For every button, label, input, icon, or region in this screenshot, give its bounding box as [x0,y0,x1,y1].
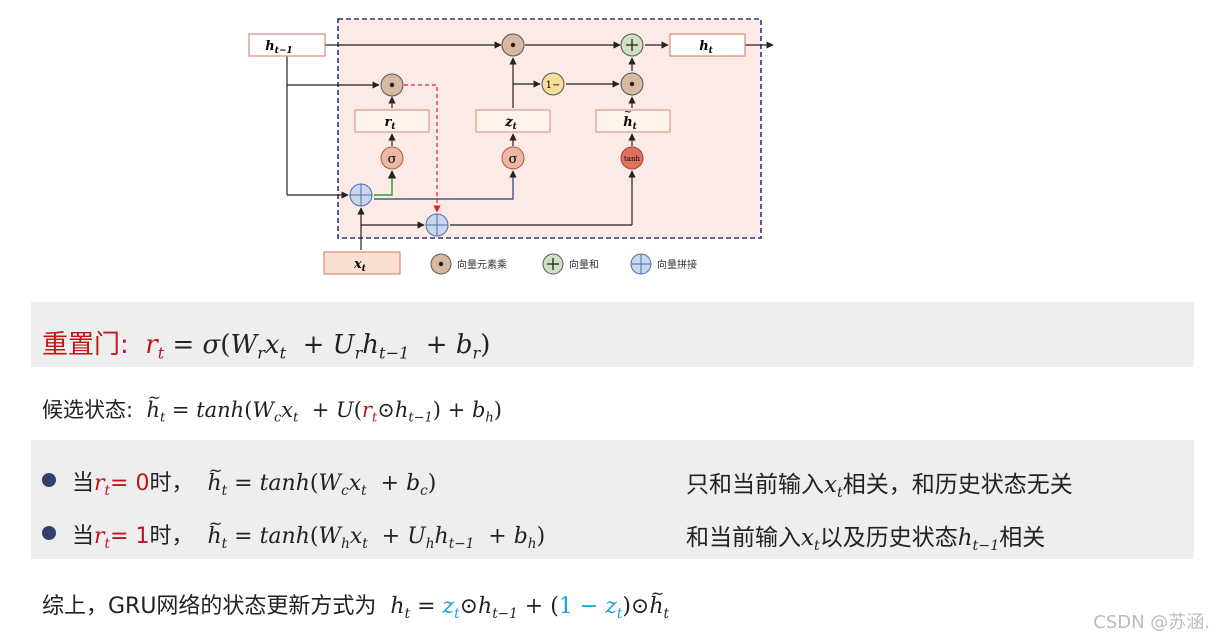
svg-text:ht: ht [699,39,713,56]
tanh-node: tanh [620,146,644,170]
svg-text:σ: σ [388,152,397,167]
concat-node-1 [349,183,373,207]
svg-text:zt: zt [504,115,517,132]
svg-text:σ: σ [509,152,518,167]
case-reset-zero: 当rt= 0时， ht = tanh(Wcxt + bc) [42,461,436,498]
svg-text:向量和: 向量和 [569,258,599,271]
plus-node-output [620,33,644,57]
dot-node-update [620,72,644,96]
bullet-icon [42,526,56,540]
state-update-summary: 综上，GRU网络的状态更新方式为 ht = zt⊙ht−1 + (1 − zt)… [42,584,669,621]
legend-elementwise-mult: 向量元素乘 [430,253,507,275]
svg-text:xt: xt [353,257,367,274]
svg-text:ht−1: ht−1 [265,39,292,56]
h-candidate-box: ht ~ [595,107,671,133]
band-cases [31,440,1194,559]
r-gate-box: rt [354,109,430,133]
h-prev-box: ht−1 [248,33,326,57]
h-out-box: ht [669,33,746,57]
z-gate-box: zt [475,109,551,133]
case-reset-one: 当rt= 1时， ht = tanh(Whxt + Uhht−1 + bh) [42,514,545,551]
sigma-r-node: σ [380,146,404,170]
svg-text:rt: rt [384,115,396,132]
band-reset [31,302,1194,367]
reset-gate-equation: 重置门: rt = σ(Wrxt + Urht−1 + br) [42,330,491,363]
dot-node-reset [380,73,404,97]
one-minus-node: 1− [541,72,565,96]
svg-text:向量拼接: 向量拼接 [657,258,697,271]
svg-text:~: ~ [624,107,632,118]
svg-text:向量元素乘: 向量元素乘 [457,258,507,271]
concat-node-2 [425,213,449,237]
svg-text:1−: 1− [546,80,561,91]
sigma-z-node: σ [501,146,525,170]
bullet-icon [42,473,56,487]
note-reset-zero: 只和当前输入xt相关，和历史状态无关 [686,472,1073,501]
legend-vector-sum: 向量和 [542,253,599,275]
legend-vector-concat: 向量拼接 [630,253,697,275]
watermark: CSDN @苏涵. [1093,612,1210,633]
svg-text:ht: ht [623,115,637,132]
svg-text:tanh: tanh [624,155,640,163]
legend: 向量元素乘 向量和 向量拼接 [430,253,697,275]
x-input-box: xt [323,251,401,275]
gru-diagram: ht−1 ht rt zt ht ~ xt 1− [248,18,774,275]
dot-node-top [501,33,525,57]
candidate-state-equation: 候选状态: ht = tanh(Wcxt + U(rt⊙ht−1) + bh) [42,388,502,424]
note-reset-one: 和当前输入xt以及历史状态ht−1相关 [686,525,1046,554]
